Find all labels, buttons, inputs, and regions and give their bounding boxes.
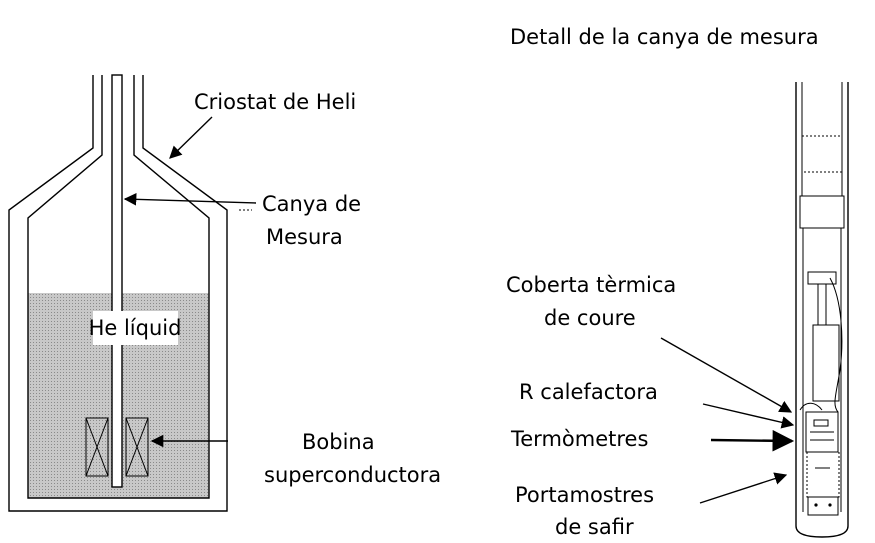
detail-title: Detall de la canya de mesura	[510, 25, 819, 49]
rod-label-line1: Canya de	[262, 192, 361, 216]
shield-label-line2: de coure	[544, 306, 636, 330]
cryostat-label: Criostat de Heli	[194, 90, 356, 114]
coil-label-line1: Bobina	[302, 430, 375, 454]
liquid-he-label: He líquid	[89, 316, 182, 340]
cryostat-outer-wall	[8, 75, 228, 512]
rod-detail	[795, 82, 849, 538]
measuring-rod	[111, 74, 123, 488]
superconducting-coil	[85, 417, 149, 477]
heater-label: R calefactora	[519, 380, 658, 404]
heater-arrow	[702, 403, 795, 429]
shield-label-line1: Coberta tèrmica	[506, 273, 676, 297]
shield-arrow	[660, 337, 793, 413]
holder-label-line2: de safir	[555, 515, 634, 539]
holder-label-line1: Portamostres	[515, 483, 654, 507]
rod-arrow	[123, 193, 257, 206]
liquid-he-label-box	[93, 311, 178, 345]
thermometers-arrow	[710, 429, 795, 452]
cryostat-arrow	[169, 116, 213, 159]
coil-label-line2: superconductora	[264, 463, 441, 487]
holder-arrow	[699, 472, 788, 504]
rod-label-line2: Mesura	[266, 225, 343, 249]
thermometers-label: Termòmetres	[510, 427, 648, 451]
cryostat-inner-wall	[27, 75, 210, 499]
